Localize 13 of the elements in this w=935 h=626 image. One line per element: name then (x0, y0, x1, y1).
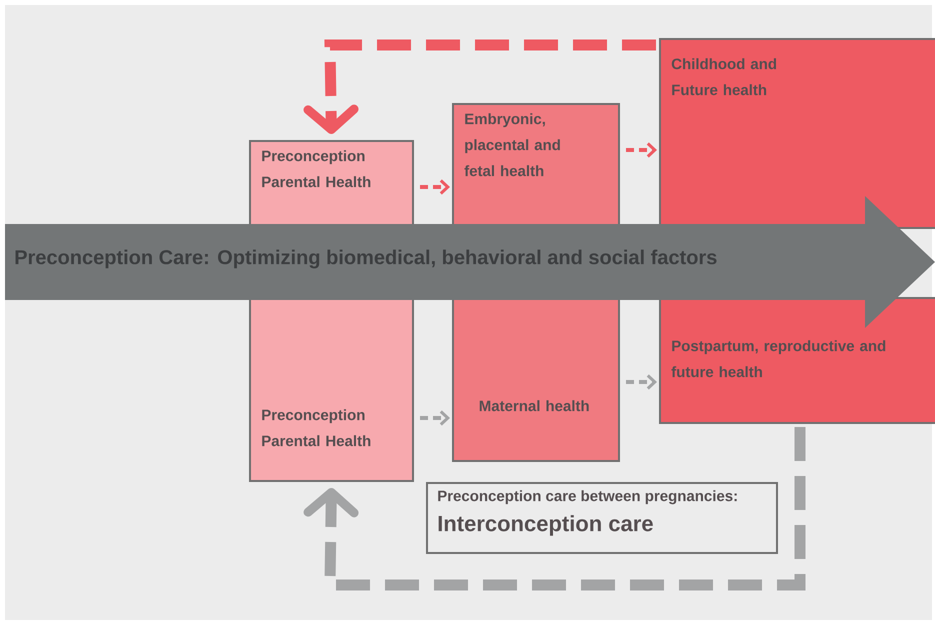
dashed-arrow (420, 410, 450, 426)
health-box: Childhood and Future health (659, 38, 935, 229)
dashed-arrow (304, 427, 806, 590)
dashed-arrow (626, 142, 657, 158)
health-box: Postpartum, reproductive and future health (659, 297, 935, 424)
dashed-arrow (304, 40, 656, 134)
health-box: Preconception Parental Health (249, 140, 414, 229)
dashed-arrow (420, 179, 450, 195)
dashed-arrow (626, 374, 657, 390)
health-box: Preconception Parental Health (249, 297, 414, 482)
note-box: Preconception care between pregnancies: Interconception care (426, 482, 778, 554)
health-box: Embryonic, placental and fetal health (452, 103, 620, 229)
health-box: Maternal health (452, 297, 620, 462)
